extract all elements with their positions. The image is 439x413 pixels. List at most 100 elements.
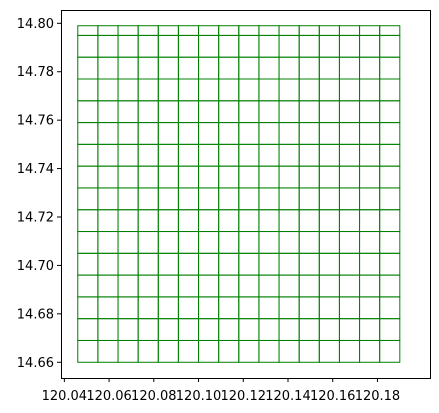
grid-cell: [198, 187, 220, 211]
grid-cell: [278, 34, 300, 58]
grid-cell: [137, 165, 159, 189]
grid-cell: [359, 339, 381, 363]
grid-cell: [379, 252, 401, 276]
grid-cell: [258, 100, 280, 124]
x-tick-label: 120.04: [42, 389, 88, 404]
grid-cell: [77, 339, 99, 363]
grid-cell: [298, 34, 320, 58]
grid-cell: [177, 318, 200, 341]
grid-cell: [238, 209, 260, 233]
grid-cell: [359, 143, 381, 167]
grid-cell: [137, 25, 159, 36]
grid-cell: [338, 34, 361, 58]
grid-cell: [238, 318, 260, 341]
grid-cell: [318, 78, 340, 102]
grid-cell: [318, 318, 340, 341]
grid-cell: [157, 100, 179, 124]
grid-cell: [359, 274, 381, 298]
x-tick-label: 120.10: [176, 389, 222, 404]
grid-cell: [97, 274, 119, 298]
grid-cell: [238, 274, 260, 298]
grid-cell: [77, 34, 99, 58]
grid-cell: [157, 143, 179, 167]
grid-cell: [218, 296, 240, 320]
grid-cell: [77, 187, 99, 211]
grid-cell: [177, 56, 200, 80]
y-tick-label: 14.80: [17, 17, 54, 32]
grid-cell: [359, 209, 381, 233]
grid-cell: [278, 187, 300, 211]
grid-cell: [258, 143, 280, 167]
grid-cell: [258, 339, 280, 363]
grid-cell: [137, 296, 159, 320]
x-tick-label: 120.18: [355, 389, 401, 404]
grid-cell: [278, 122, 300, 145]
grid-cell: [198, 209, 220, 233]
grid-cell: [198, 34, 220, 58]
grid-cell: [137, 209, 159, 233]
grid-cell: [278, 339, 300, 363]
grid-cell: [298, 274, 320, 298]
grid-cell: [198, 252, 220, 276]
grid-cell: [157, 274, 179, 298]
grid-cell: [359, 34, 381, 58]
grid-cell: [198, 165, 220, 189]
grid-cell: [157, 34, 179, 58]
grid-cell: [359, 231, 381, 254]
grid-cell: [238, 122, 260, 145]
grid-cell: [359, 187, 381, 211]
grid-cell: [278, 100, 300, 124]
grid-cell: [298, 25, 320, 36]
grid-cell: [137, 318, 159, 341]
y-tick-label: 14.70: [17, 259, 54, 274]
y-tick-label: 14.78: [17, 65, 54, 80]
grid-cell: [218, 339, 240, 363]
grid-cell: [137, 143, 159, 167]
grid-cell: [177, 252, 200, 276]
grid-cell: [177, 34, 200, 58]
grid-cell: [77, 25, 99, 36]
grid-cell: [258, 78, 280, 102]
grid-cell: [298, 78, 320, 102]
grid-cell: [198, 122, 220, 145]
grid-cell: [77, 78, 99, 102]
grid-cell: [117, 318, 139, 341]
grid-cell: [198, 143, 220, 167]
grid-cell: [137, 78, 159, 102]
grid-cell: [379, 165, 401, 189]
grid-cell: [218, 187, 240, 211]
grid-cell: [157, 339, 179, 363]
grid-cell: [117, 78, 139, 102]
grid-cell: [318, 274, 340, 298]
grid-cell: [298, 187, 320, 211]
grid-cell: [379, 34, 401, 58]
grid-cell: [177, 100, 200, 124]
grid-cell: [379, 187, 401, 211]
grid-cell: [137, 187, 159, 211]
grid-cell: [97, 252, 119, 276]
grid-cell: [97, 187, 119, 211]
grid-cell: [258, 122, 280, 145]
grid-cell: [117, 296, 139, 320]
axes-frame: [61, 10, 431, 379]
grid-cell: [298, 339, 320, 363]
grid-cell: [117, 25, 139, 36]
grid-cell: [157, 296, 179, 320]
grid-cell: [278, 274, 300, 298]
grid-cell: [177, 274, 200, 298]
grid-cells: [77, 25, 401, 363]
grid-cell: [298, 231, 320, 254]
grid-cell: [97, 296, 119, 320]
grid-cell: [278, 209, 300, 233]
grid-cell: [77, 122, 99, 145]
grid-cell: [218, 78, 240, 102]
grid-cell: [338, 56, 361, 80]
grid-cell: [157, 25, 179, 36]
grid-cell: [117, 165, 139, 189]
grid-cell: [218, 25, 240, 36]
grid-cell: [238, 187, 260, 211]
grid-cell: [77, 56, 99, 80]
grid-cell: [218, 231, 240, 254]
grid-cell: [177, 25, 200, 36]
grid-cell: [338, 339, 361, 363]
